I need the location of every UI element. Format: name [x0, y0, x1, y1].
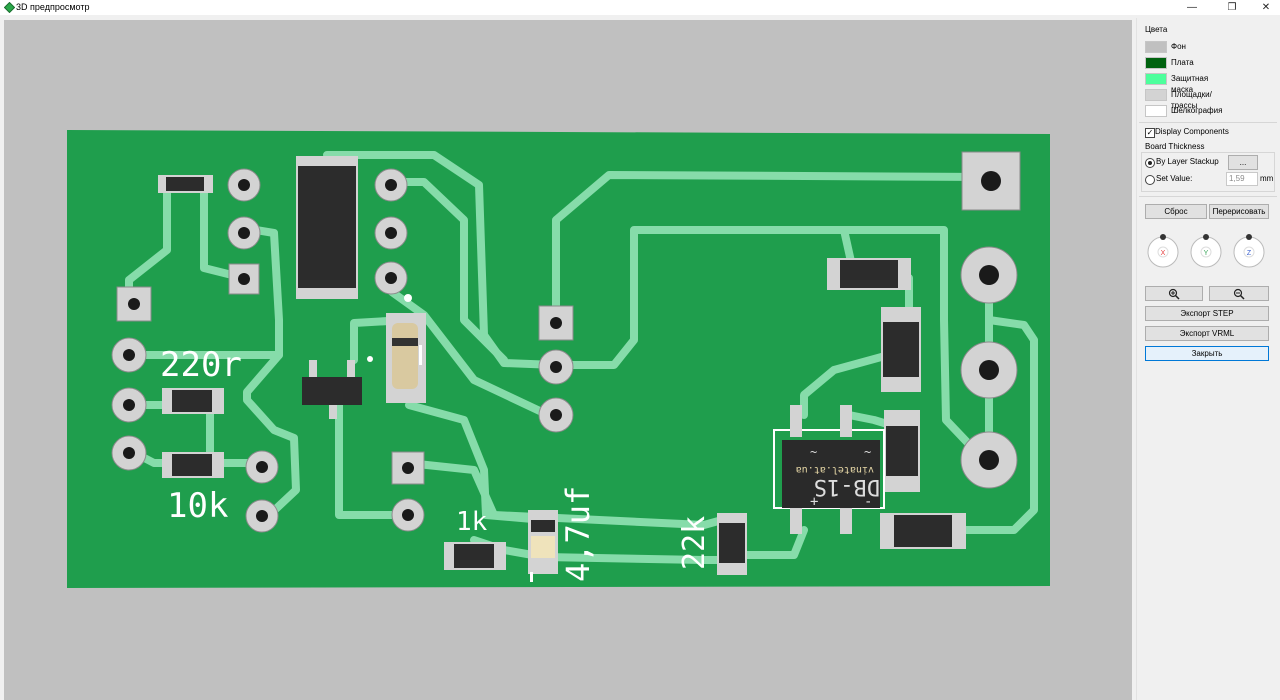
bridge-part-label: DB-1S — [814, 474, 880, 499]
board-color-label: Плата — [1171, 58, 1194, 67]
stackup-button[interactable]: ... — [1228, 155, 1258, 170]
silk-22k: 22k — [677, 516, 712, 570]
reset-button[interactable]: Сброс — [1145, 204, 1207, 219]
bridge-minus: - — [864, 494, 872, 510]
components — [158, 156, 966, 582]
bridge-tilde-right: ~ — [864, 445, 871, 459]
background-color-label: Фон — [1171, 42, 1186, 51]
bridge-brand-label: vinatel.at.ua — [796, 464, 874, 475]
close-button[interactable]: Закрыть — [1145, 346, 1269, 361]
app-icon — [4, 2, 15, 13]
display-components-checkbox[interactable]: ✓ — [1145, 128, 1155, 138]
silkscreen: 220r 10k 1k 4,7uf 22k vinatel.at.ua DB-1… — [160, 345, 880, 582]
soldermask-color-label: Защитная маска — [1171, 74, 1209, 94]
silkscreen-color-label: Шелкография — [1171, 106, 1223, 115]
pads — [111, 151, 1021, 533]
by-layer-stackup-label: By Layer Stackup — [1156, 157, 1219, 166]
redraw-button[interactable]: Перерисовать — [1209, 204, 1269, 219]
zoom-out-button[interactable] — [1209, 286, 1269, 301]
silk-220r: 220r — [160, 345, 242, 385]
colors-group: Цвета Фон Плата Защитная маска Площадки/… — [1141, 20, 1273, 120]
z-axis-label: Z — [1247, 250, 1252, 257]
zoom-out-icon — [1233, 288, 1245, 300]
display-components-label: Display Components — [1155, 127, 1229, 136]
settings-panel: Цвета Фон Плата Защитная маска Площадки/… — [1136, 18, 1280, 700]
y-axis-rotate-knob[interactable]: Y — [1188, 233, 1224, 269]
thickness-unit: mm — [1260, 174, 1274, 183]
bridge-plus: + — [810, 494, 818, 510]
zoom-in-icon — [1168, 288, 1180, 300]
pads-color-swatch[interactable] — [1145, 89, 1167, 101]
set-value-radio[interactable] — [1145, 175, 1155, 185]
divider — [1139, 122, 1277, 123]
close-window-button[interactable]: ✕ — [1261, 2, 1271, 13]
silk-1k: 1k — [456, 507, 488, 537]
title-bar: 3D предпросмотр — ❐ ✕ — [0, 0, 1280, 15]
set-value-label: Set Value: — [1156, 174, 1193, 183]
3d-viewport[interactable]: 220r 10k 1k 4,7uf 22k vinatel.at.ua DB-1… — [4, 20, 1132, 700]
x-axis-label: X — [1161, 250, 1166, 257]
export-vrml-button[interactable]: Экспорт VRML — [1145, 326, 1269, 341]
z-axis-rotate-knob[interactable]: Z — [1231, 233, 1267, 269]
x-axis-rotate-knob[interactable]: X — [1145, 233, 1181, 269]
board-color-swatch[interactable] — [1145, 57, 1167, 69]
silk-10k: 10k — [167, 486, 228, 526]
by-layer-stackup-radio[interactable] — [1145, 158, 1155, 168]
board-thickness-group: By Layer Stackup ... Set Value: 1,59 mm — [1141, 152, 1275, 192]
restore-button[interactable]: ❐ — [1227, 2, 1237, 13]
soldermask-color-swatch[interactable] — [1145, 73, 1167, 85]
y-axis-label: Y — [1204, 250, 1209, 257]
colors-group-title: Цвета — [1145, 25, 1168, 34]
pcb-render: 220r 10k 1k 4,7uf 22k vinatel.at.ua DB-1… — [67, 130, 1050, 588]
silkscreen-color-swatch[interactable] — [1145, 105, 1167, 117]
silk-4-7uf: 4,7uf — [559, 486, 597, 582]
thickness-input[interactable]: 1,59 — [1226, 172, 1258, 186]
bridge-tilde-left: ~ — [810, 445, 817, 459]
pads-color-label: Площадки/ трассы — [1171, 90, 1212, 110]
minimize-button[interactable]: — — [1187, 2, 1197, 13]
zoom-in-button[interactable] — [1145, 286, 1203, 301]
board-thickness-title: Board Thickness — [1145, 142, 1205, 151]
window-title: 3D предпросмотр — [16, 2, 90, 12]
divider — [1139, 196, 1277, 197]
export-step-button[interactable]: Экспорт STEP — [1145, 306, 1269, 321]
background-color-swatch[interactable] — [1145, 41, 1167, 53]
